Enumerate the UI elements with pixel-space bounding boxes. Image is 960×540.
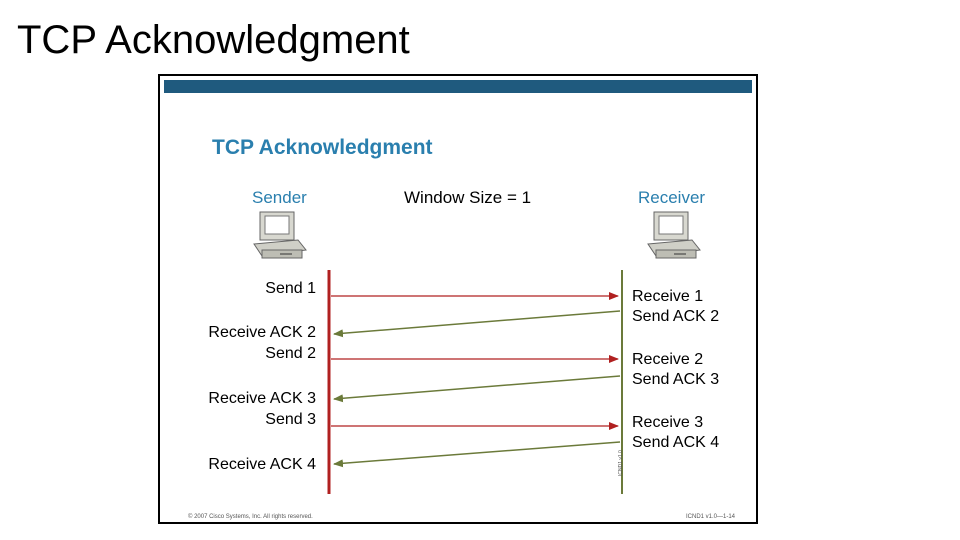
ack-2-arrow: [334, 311, 620, 334]
side-code: ICND1 v1.0: [618, 450, 624, 476]
receiver-event-label: Receive 1: [632, 289, 703, 305]
sender-event-label: Send 2: [265, 346, 316, 362]
sender-event-label: Receive ACK 2: [208, 325, 316, 341]
sender-event-label: Send 1: [265, 281, 316, 297]
ack-4-arrow: [334, 442, 620, 464]
receiver-event-label: Send ACK 3: [632, 372, 719, 388]
page-title: TCP Acknowledgment: [17, 20, 410, 60]
copyright-footer: © 2007 Cisco Systems, Inc. All rights re…: [188, 514, 313, 520]
ack-3-arrow: [334, 376, 620, 399]
slide-number-footer: ICND1 v1.0—1-14: [686, 514, 735, 520]
sender-event-label: Send 3: [265, 412, 316, 428]
receiver-event-label: Send ACK 4: [632, 435, 719, 451]
sender-event-label: Receive ACK 4: [208, 457, 316, 473]
slide: TCP Acknowledgment Sender Window Size = …: [158, 74, 758, 524]
sender-event-label: Receive ACK 3: [208, 391, 316, 407]
receiver-event-label: Send ACK 2: [632, 309, 719, 325]
receiver-event-label: Receive 3: [632, 415, 703, 431]
receiver-event-label: Receive 2: [632, 352, 703, 368]
